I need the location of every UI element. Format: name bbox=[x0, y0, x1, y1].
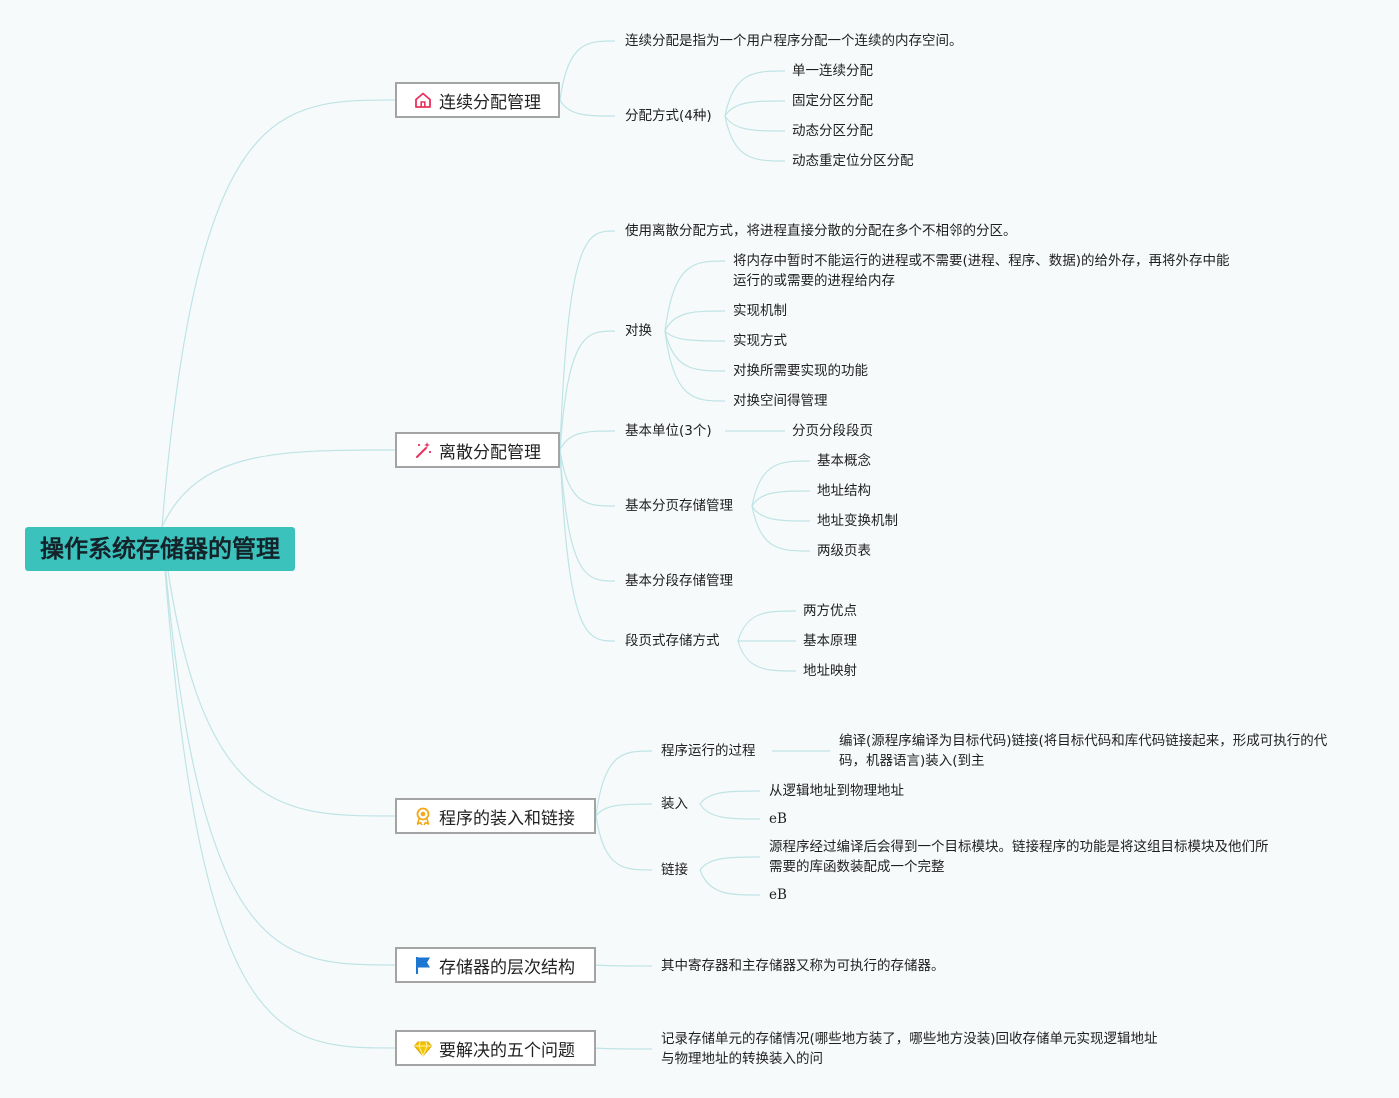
child-leaf-link bbox=[664, 310, 726, 332]
flag-icon bbox=[413, 955, 433, 975]
hierarchy-detail[interactable]: 其中寄存器和主存储器又称为可执行的存储器。 bbox=[661, 958, 945, 974]
child-leaf-link bbox=[664, 330, 726, 402]
load-item[interactable]: 从逻辑地址到物理地址 bbox=[769, 783, 904, 799]
branch-label: 程序的装入和链接 bbox=[439, 808, 575, 829]
root-branch-link bbox=[161, 449, 396, 528]
allocation-methods[interactable]: 分配方式(4种) bbox=[625, 108, 712, 124]
branch-child-link bbox=[559, 230, 616, 451]
child-leaf-link bbox=[699, 790, 761, 805]
basic-units[interactable]: 基本单位(3个) bbox=[625, 423, 712, 439]
link-item[interactable]: eB bbox=[769, 887, 787, 903]
branch-child-link bbox=[595, 964, 653, 967]
discrete-definition[interactable]: 使用离散分配方式，将进程直接分散的分配在多个不相邻的分区。 bbox=[625, 223, 1017, 239]
method-item[interactable]: 动态重定位分区分配 bbox=[792, 153, 914, 169]
contiguous-definition[interactable]: 连续分配是指为一个用户程序分配一个连续的内存空间。 bbox=[625, 33, 963, 49]
load-item[interactable]: eB bbox=[769, 811, 787, 827]
segpaging-item[interactable]: 地址映射 bbox=[803, 663, 857, 679]
paging-item[interactable]: 两级页表 bbox=[817, 543, 871, 559]
child-leaf-link bbox=[724, 115, 786, 162]
child-leaf-link bbox=[737, 610, 797, 642]
branch-child-link bbox=[595, 1047, 653, 1050]
root-topic[interactable]: 操作系统存储器的管理 bbox=[25, 527, 295, 571]
branch-child-link bbox=[595, 803, 653, 817]
branch-label: 存储器的层次结构 bbox=[439, 957, 575, 978]
child-leaf-link bbox=[664, 330, 726, 342]
method-item[interactable]: 动态分区分配 bbox=[792, 123, 873, 139]
badge-icon bbox=[413, 806, 433, 826]
branch-child-link bbox=[559, 99, 616, 117]
branch-child-link bbox=[559, 40, 616, 101]
process-detail[interactable]: 编译(源程序编译为目标代码)链接(将目标代码和库代码链接起来，形成可执行的代码，… bbox=[839, 733, 1328, 769]
branch-child-link bbox=[559, 449, 616, 582]
swap-item[interactable]: 对换所需要实现的功能 bbox=[733, 363, 868, 379]
child-leaf-link bbox=[724, 70, 786, 117]
segpaging-item[interactable]: 两方优点 bbox=[803, 603, 857, 619]
branch-label: 要解决的五个问题 bbox=[439, 1040, 575, 1061]
branch-memory-hierarchy[interactable]: 存储器的层次结构 bbox=[395, 947, 596, 983]
branch-child-link bbox=[595, 815, 653, 871]
paging-item[interactable]: 地址变换机制 bbox=[817, 513, 898, 529]
branch-child-link bbox=[559, 430, 616, 451]
branch-child-link bbox=[559, 449, 616, 507]
branch-discrete-allocation[interactable]: 离散分配管理 bbox=[395, 432, 560, 468]
linking[interactable]: 链接 bbox=[661, 862, 688, 878]
branch-child-link bbox=[595, 750, 653, 817]
branch-five-problems[interactable]: 要解决的五个问题 bbox=[395, 1030, 596, 1066]
child-leaf-link bbox=[664, 260, 726, 332]
swap-item[interactable]: 实现机制 bbox=[733, 303, 787, 319]
child-leaf-link bbox=[751, 505, 811, 552]
child-leaf-link bbox=[664, 330, 726, 372]
home-icon bbox=[413, 90, 433, 110]
paging-item[interactable]: 地址结构 bbox=[817, 483, 871, 499]
branch-loading-linking[interactable]: 程序的装入和链接 bbox=[395, 798, 596, 834]
segpaging-item[interactable]: 基本原理 bbox=[803, 633, 857, 649]
swap-item[interactable]: 实现方式 bbox=[733, 333, 787, 349]
child-leaf-link bbox=[724, 100, 786, 117]
units-item[interactable]: 分页分段段页 bbox=[792, 423, 873, 439]
swap-item[interactable]: 将内存中暂时不能运行的进程或不需要(进程、程序、数据)的给外存，再将外存中能运行… bbox=[733, 253, 1230, 289]
child-leaf-link bbox=[737, 640, 797, 672]
child-leaf-link bbox=[751, 460, 811, 507]
child-leaf-link bbox=[751, 490, 811, 507]
child-leaf-link bbox=[699, 856, 761, 871]
gem-icon bbox=[413, 1038, 433, 1058]
problems-detail[interactable]: 记录存储单元的存储情况(哪些地方装了，哪些地方没装)回收存储单元实现逻辑地址与物… bbox=[661, 1031, 1158, 1067]
program-run-process[interactable]: 程序运行的过程 bbox=[661, 743, 756, 759]
branch-child-link bbox=[559, 330, 616, 451]
branch-label: 离散分配管理 bbox=[439, 442, 541, 463]
root-branch-link bbox=[161, 526, 396, 966]
branch-contiguous-allocation[interactable]: 连续分配管理 bbox=[395, 82, 560, 118]
method-item[interactable]: 单一连续分配 bbox=[792, 63, 873, 79]
child-leaf-link bbox=[724, 115, 786, 132]
child-leaf-link bbox=[699, 803, 761, 820]
root-branch-link bbox=[161, 526, 396, 817]
link-item[interactable]: 源程序经过编译后会得到一个目标模块。链接程序的功能是将这组目标模块及他们所需要的… bbox=[769, 839, 1269, 875]
child-leaf-link bbox=[699, 869, 761, 896]
branch-child-link bbox=[559, 449, 616, 642]
root-branch-link bbox=[161, 99, 396, 528]
basic-segmentation[interactable]: 基本分段存储管理 bbox=[625, 573, 733, 589]
method-item[interactable]: 固定分区分配 bbox=[792, 93, 873, 109]
swap-item[interactable]: 对换空间得管理 bbox=[733, 393, 828, 409]
magic-wand-icon bbox=[413, 440, 433, 460]
root-branch-link bbox=[161, 526, 396, 1049]
paging-item[interactable]: 基本概念 bbox=[817, 453, 871, 469]
basic-paging[interactable]: 基本分页存储管理 bbox=[625, 498, 733, 514]
segment-paging[interactable]: 段页式存储方式 bbox=[625, 633, 720, 649]
loading[interactable]: 装入 bbox=[661, 796, 688, 812]
child-leaf-link bbox=[751, 505, 811, 522]
branch-label: 连续分配管理 bbox=[439, 92, 541, 113]
swapping[interactable]: 对换 bbox=[625, 323, 652, 339]
